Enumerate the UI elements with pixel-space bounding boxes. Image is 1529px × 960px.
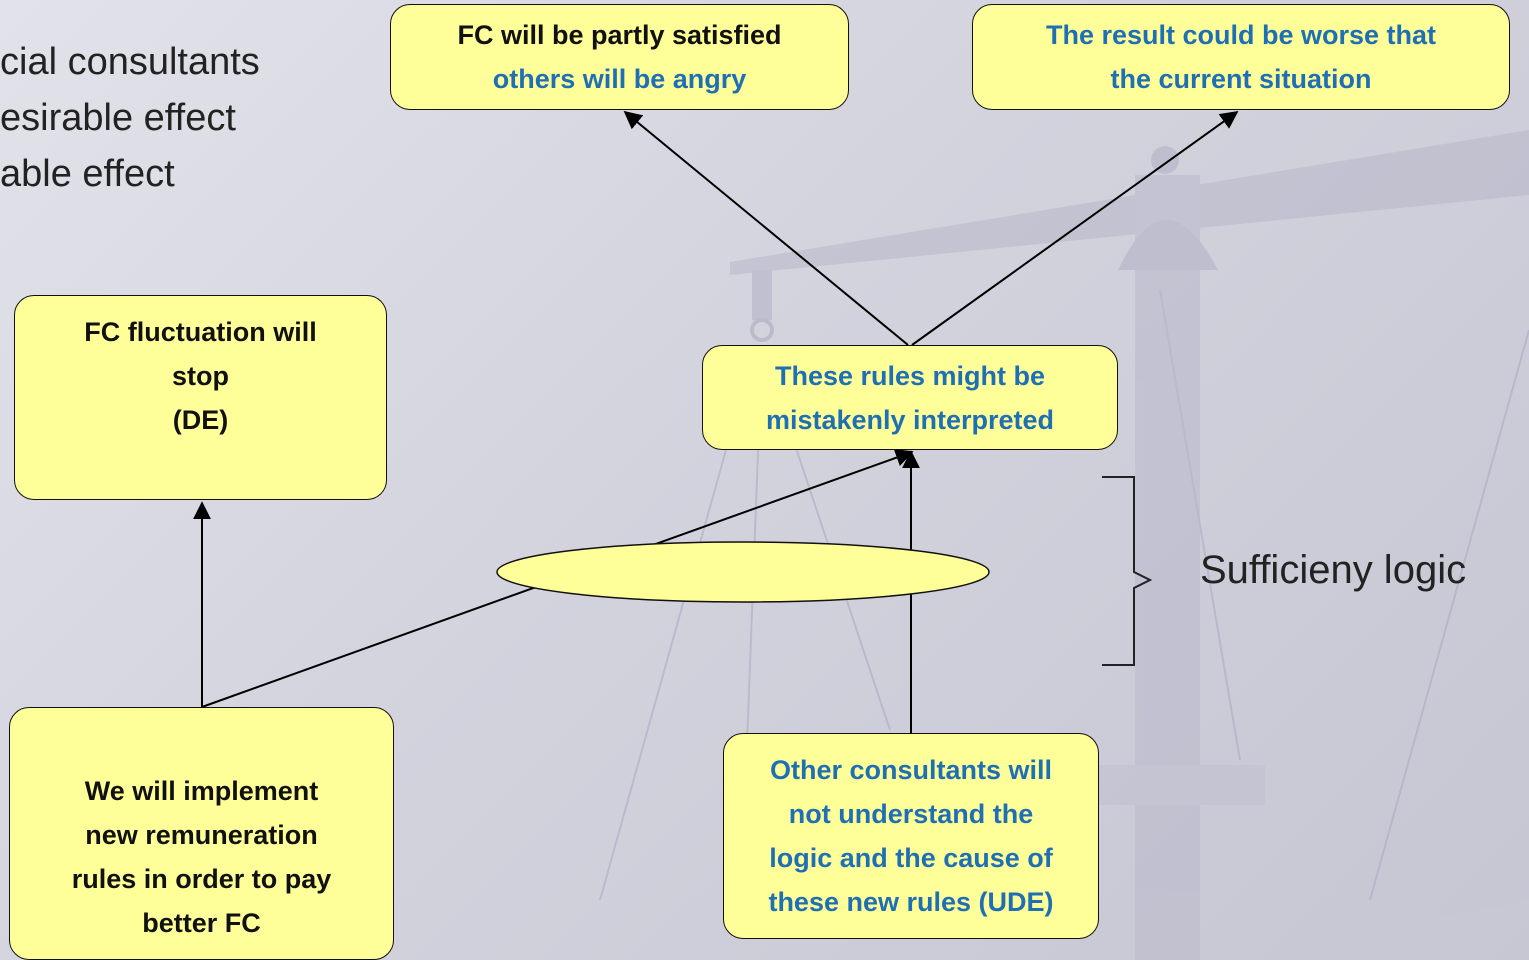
node-other-consultants: Other consultants will not understand th… [723,733,1099,939]
arrow-rules-to-result-worse [911,110,1239,346]
node-result-worse: The result could be worse that the curre… [972,4,1510,110]
and-connector-ellipse [496,541,990,603]
node-rules-mistakenly-interpreted: These rules might be mistakenly interpre… [702,345,1118,450]
node-line: We will implement [84,776,319,806]
node-line: FC fluctuation will [84,317,317,347]
bullet-line-3: able effect [0,153,175,195]
node-line: not understand the [788,799,1034,829]
scale-watermark [599,130,1529,960]
bullet-line-2: esirable effect [0,97,236,139]
node-line: logic and the cause of [769,843,1053,873]
node-line: Other consultants will [769,755,1053,785]
bullet-text-fragments: cial consultants esirable effect able ef… [0,34,260,202]
node-line: mistakenly interpreted [765,404,1055,435]
node-line: better FC [142,908,261,938]
node-line: the current situation [1110,64,1372,94]
node-line: new remuneration [85,820,318,850]
node-fc-partly-satisfied: FC will be partly satisfied others will … [390,4,849,110]
arrow-rules-to-fc-partly [623,110,909,346]
node-line: These rules might be [774,360,1046,391]
node-line: (DE) [172,405,229,435]
sufficiency-logic-label: Sufficieny logic [1200,548,1467,592]
sufficiency-brace [1102,476,1153,666]
node-line: others will be angry [492,64,747,94]
node-line: these new rules (UDE) [768,887,1054,917]
node-implement-new-rules: We will implement new remuneration rules… [9,707,394,960]
node-fc-fluctuation-stop: FC fluctuation will stop (DE) [14,295,387,500]
node-line: FC will be partly satisfied [457,20,782,50]
node-line: rules in order to pay [71,864,332,894]
node-line: The result could be worse that [1045,20,1437,50]
node-line: stop [172,361,229,391]
bullet-line-1: cial consultants [0,41,260,83]
